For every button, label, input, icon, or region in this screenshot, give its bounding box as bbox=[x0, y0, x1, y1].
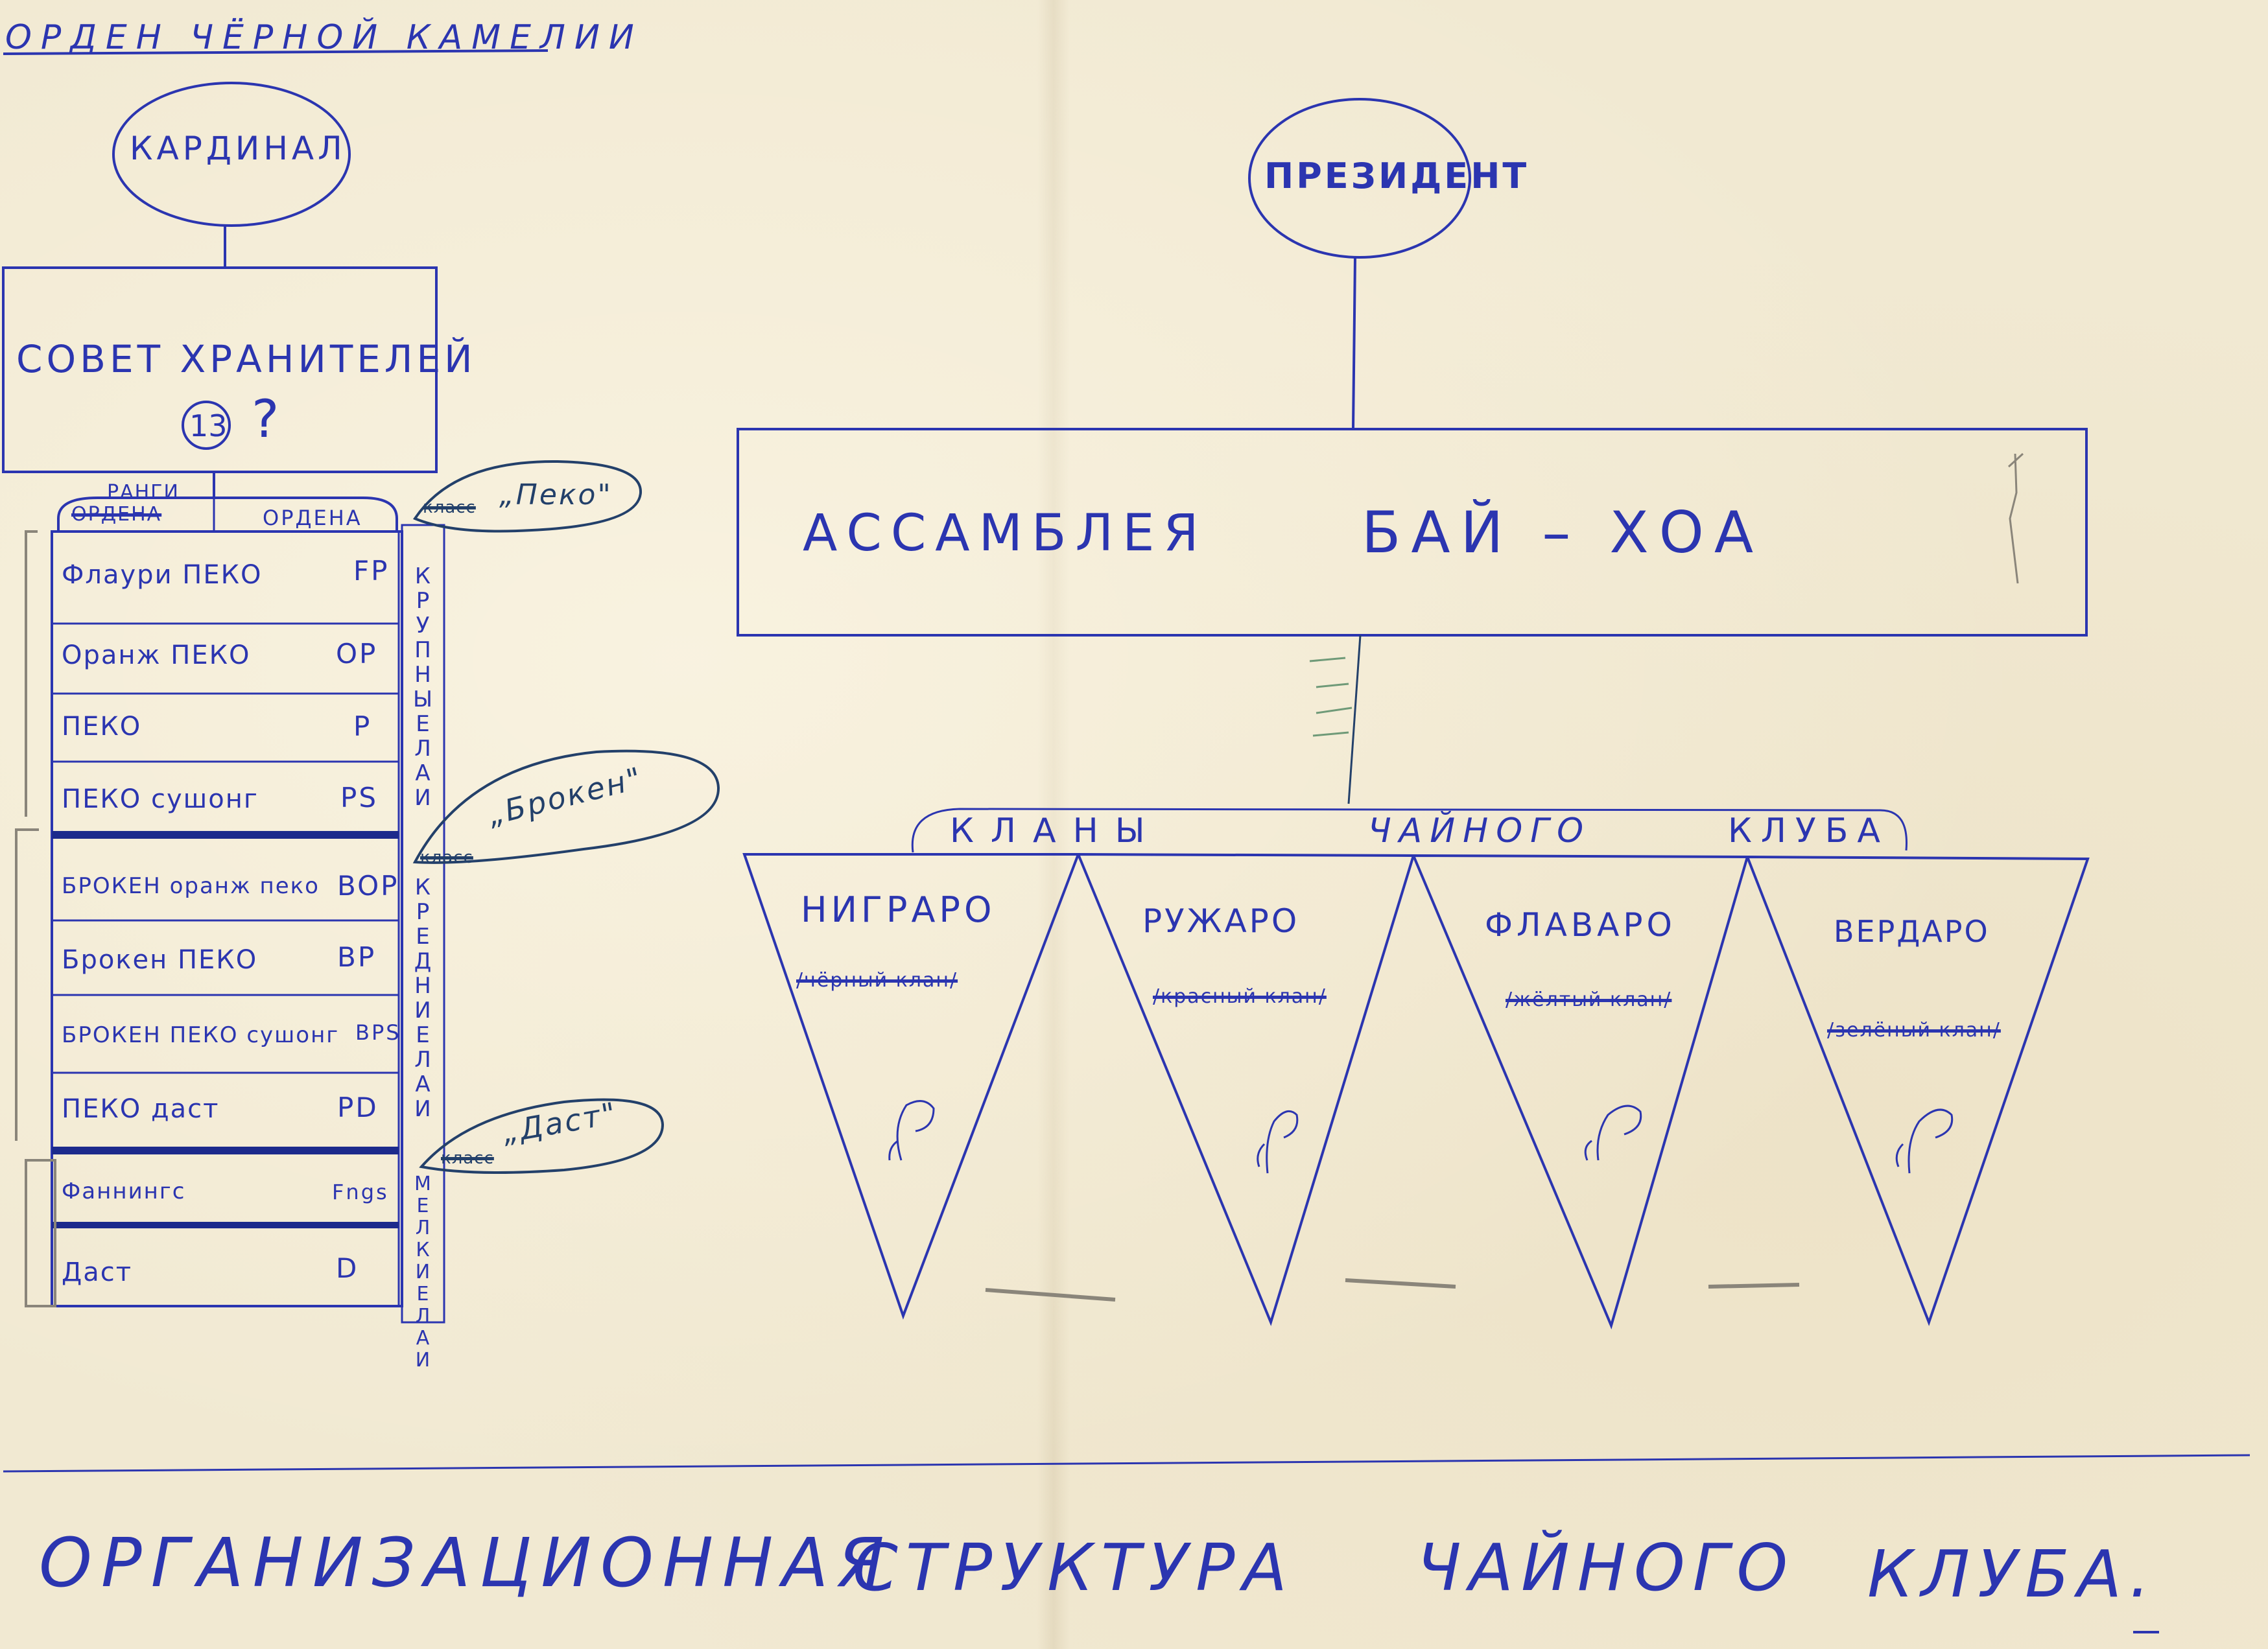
side-label-small: МЕЛКИЕ ЛАИ bbox=[414, 1173, 431, 1372]
header-title: ОРДЕН ЧЁРНОЙ КАМЕЛИИ bbox=[5, 18, 643, 57]
footer-title-word: КЛУБА. bbox=[1867, 1536, 2158, 1612]
president-label: ПРЕЗИДЕНТ bbox=[1264, 156, 1530, 196]
order-row-abbr: FP bbox=[353, 555, 390, 587]
order-col-ranks-struck: ОРДЕНА bbox=[71, 503, 162, 526]
assembly-doodle bbox=[2007, 452, 2024, 584]
assembly-box bbox=[737, 428, 2088, 637]
flower-doodle bbox=[1895, 1108, 1954, 1174]
class-note-struck: класс bbox=[441, 1149, 494, 1168]
council-number-circle bbox=[182, 401, 231, 450]
order-row-abbr: D bbox=[336, 1252, 359, 1284]
council-box bbox=[2, 266, 438, 473]
footer-title-word: ЧАЙНОГО bbox=[1417, 1530, 1796, 1606]
order-row-abbr: Fngs bbox=[332, 1180, 389, 1204]
flower-doodle bbox=[888, 1100, 935, 1161]
class-bubble-broken bbox=[412, 749, 720, 864]
clan-note: /чёрный клан/ bbox=[796, 969, 958, 992]
class-bubble-dast bbox=[419, 1098, 665, 1174]
clan-name: РУЖАРО bbox=[1142, 902, 1300, 940]
clan-name: ФЛАВАРО bbox=[1485, 906, 1676, 944]
assembly-right-label: БАЙ – ХОА bbox=[1362, 499, 1764, 566]
pencil-marks bbox=[1309, 657, 1353, 737]
class-note-struck: класс bbox=[423, 498, 476, 517]
council-label: СОВЕТ ХРАНИТЕЛЕЙ bbox=[16, 337, 477, 381]
president-connector bbox=[1352, 257, 1356, 428]
order-col-ranks: РАНГИ bbox=[107, 481, 180, 504]
order-row-abbr: BOP bbox=[337, 870, 399, 902]
clan-triangle-verdaro bbox=[1745, 855, 2090, 1326]
flower-doodle bbox=[1257, 1110, 1299, 1174]
clan-note: /красный клан/ bbox=[1153, 985, 1327, 1008]
footer-rule bbox=[3, 1454, 2250, 1473]
clans-banner-word: ЧАЙНОГО bbox=[1368, 812, 1592, 850]
order-table-side-column bbox=[401, 524, 445, 1324]
class-bubble-peko bbox=[412, 460, 643, 533]
clan-triangle-flavaro bbox=[1411, 854, 1749, 1329]
order-row-name: ПЕКО сушонг bbox=[62, 784, 259, 814]
president-ellipse bbox=[1248, 98, 1471, 259]
order-row-name: БРОКЕН ПЕКО сушонг bbox=[62, 1022, 340, 1048]
clan-note: /зелёный клан/ bbox=[1827, 1019, 2001, 1042]
order-table-header bbox=[57, 497, 398, 533]
header-underline bbox=[3, 49, 549, 55]
footer-title-word: СТРУКТУРА bbox=[853, 1530, 1295, 1606]
pencil-smudge bbox=[985, 1278, 1800, 1302]
order-row-abbr: BPS bbox=[355, 1020, 401, 1045]
assembly-left-label: АССАМБЛЕЯ bbox=[803, 504, 1208, 563]
order-row-name: Оранж ПЕКО bbox=[62, 640, 251, 670]
assembly-connector bbox=[1347, 635, 1362, 804]
clan-triangle-nigraro bbox=[742, 853, 1080, 1320]
pencil-bracket bbox=[15, 828, 39, 1141]
order-col-order: ОРДЕНА bbox=[263, 506, 362, 530]
council-question: ? bbox=[252, 389, 283, 449]
clans-banner bbox=[911, 808, 1908, 853]
order-row-abbr: BP bbox=[337, 941, 377, 973]
class-note-label: „Пеко" bbox=[499, 478, 613, 511]
clan-name: ВЕРДАРО bbox=[1834, 914, 1990, 949]
order-row-abbr: P bbox=[353, 710, 372, 742]
order-row-name: Флаури ПЕКО bbox=[62, 560, 263, 590]
clan-note: /жёлтый клан/ bbox=[1506, 988, 1672, 1011]
order-row-name: Фаннингс bbox=[62, 1178, 186, 1204]
side-label-large: КРУПНЫЕ ЛАИ bbox=[413, 563, 432, 811]
clan-name: НИГРАРО bbox=[801, 889, 996, 930]
cardinal-label: КАРДИНАЛ bbox=[130, 130, 346, 167]
council-number: 13 bbox=[189, 408, 228, 443]
pencil-bracket bbox=[25, 1159, 56, 1307]
cardinal-ellipse bbox=[112, 82, 351, 227]
side-label-medium: КРЕДНИЕ ЛАИ bbox=[414, 874, 432, 1122]
order-row-abbr: PS bbox=[340, 782, 378, 813]
flower-doodle bbox=[1584, 1105, 1642, 1161]
order-row-name: БРОКЕН оранж пеко bbox=[62, 873, 320, 899]
order-row-abbr: OP bbox=[336, 638, 378, 670]
class-note-struck: класс bbox=[420, 848, 473, 867]
clans-banner-word: КЛУБА bbox=[1728, 812, 1889, 850]
pencil-bracket bbox=[25, 530, 38, 817]
clans-banner-word: КЛАНЫ bbox=[950, 812, 1162, 850]
order-row-name: ПЕКО bbox=[62, 712, 142, 742]
order-row-name: Брокен ПЕКО bbox=[62, 945, 258, 975]
order-row-name: Даст bbox=[62, 1257, 133, 1287]
order-row-abbr: PD bbox=[337, 1092, 379, 1123]
order-row-name: ПЕКО даст bbox=[62, 1094, 220, 1124]
footer-title-word: ОРГАНИЗАЦИОННАЯ bbox=[39, 1523, 893, 1602]
clan-triangle-ruzharo bbox=[1076, 852, 1415, 1326]
